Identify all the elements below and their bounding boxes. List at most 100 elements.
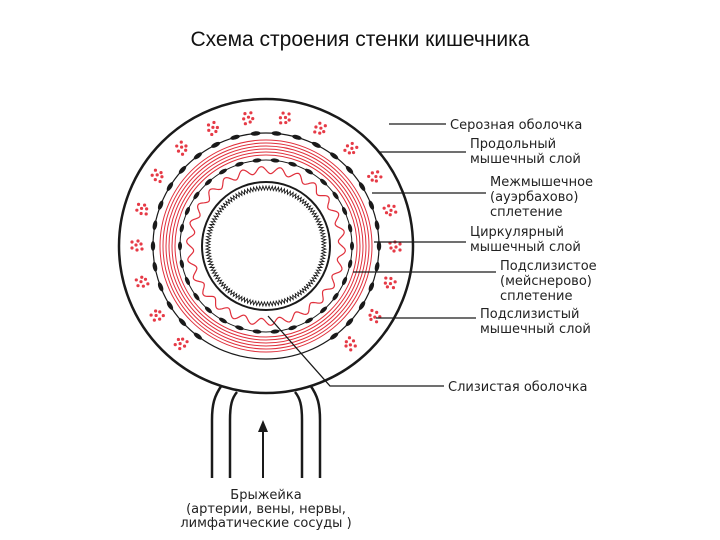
- muscle-dash: [157, 200, 164, 210]
- circular-muscle-line: [171, 151, 361, 341]
- serosa-dot-clusters: [130, 111, 402, 352]
- mucosa-circle: [201, 181, 331, 311]
- serosa-dot-cluster: [382, 204, 398, 217]
- muscle-dash: [374, 261, 380, 272]
- muscle-dash: [271, 131, 282, 136]
- muscle-dash: [376, 241, 382, 251]
- circular-muscle-line: [162, 142, 370, 350]
- submucous-dash: [252, 329, 262, 334]
- serosa-dot-cluster: [130, 239, 144, 252]
- submucous-dash: [193, 191, 200, 200]
- pointer-lines: [267, 123, 496, 387]
- muscle-dash: [345, 165, 354, 174]
- submucous-dash: [304, 168, 314, 175]
- muscle-dash: [329, 332, 339, 340]
- serosa-dot-cluster: [242, 111, 255, 126]
- serosa-dot-cluster: [175, 140, 188, 156]
- muscle-dash: [368, 282, 375, 292]
- serosa-dot-cluster: [313, 121, 327, 135]
- submucous-dash: [179, 259, 185, 269]
- submucous-dash: [319, 306, 328, 314]
- muscle-dash: [250, 131, 261, 136]
- muscle-dash: [193, 332, 203, 340]
- submucous-dash: [341, 206, 348, 216]
- mesentery-stalk: [210, 384, 322, 478]
- submucous-dash: [252, 158, 262, 163]
- label-meissner-plexus: Подслизистое(мейснерово)сплетение: [500, 259, 597, 304]
- muscle-dash: [329, 152, 339, 160]
- up-arrow: [258, 420, 268, 478]
- submucous-dashes: [178, 158, 354, 334]
- submucous-dash: [235, 161, 244, 167]
- submucous-dash: [270, 329, 280, 334]
- serosa-dot-cluster: [135, 202, 149, 216]
- submucous-dash: [341, 276, 348, 286]
- villi-zigzag: [204, 184, 328, 308]
- muscle-dash: [152, 261, 158, 272]
- longitudinal-muscle-dashes: [150, 131, 382, 360]
- mucosa-villi: [204, 184, 328, 308]
- submucous-dash: [288, 161, 297, 167]
- label-serosa: Серозная оболочка: [450, 118, 582, 133]
- submucous-dash: [319, 178, 328, 186]
- submucous-dash: [235, 325, 244, 331]
- muscle-dash: [358, 182, 366, 191]
- muscle-dash: [374, 220, 380, 231]
- meissner-plexus-wave: [186, 166, 346, 326]
- muscle-dash: [292, 134, 302, 140]
- serosa-dot-cluster: [150, 168, 164, 184]
- submucous-dash: [288, 325, 297, 331]
- submucous-dash: [179, 223, 185, 233]
- muscle-dash: [178, 318, 187, 327]
- submucous-dash: [193, 292, 200, 301]
- serosa-dot-cluster: [343, 141, 359, 155]
- submucous-dash: [204, 178, 213, 186]
- meissner-wave: [186, 166, 346, 326]
- muscle-dash: [150, 241, 156, 251]
- serosa-dot-cluster: [149, 309, 165, 322]
- muscle-dash: [193, 152, 203, 160]
- serosa-dot-cluster: [278, 111, 291, 125]
- submucous-dash: [178, 241, 182, 251]
- serosa-dot-cluster: [134, 275, 150, 288]
- submucous-dash: [332, 292, 339, 301]
- serosa-dot-cluster: [344, 336, 357, 352]
- muscle-dash: [211, 141, 221, 148]
- submucous-dash: [350, 241, 354, 251]
- muscle-dash: [345, 318, 354, 327]
- circular-muscle-line: [165, 145, 367, 347]
- submucous-dash: [304, 317, 314, 324]
- muscle-dash: [358, 301, 366, 310]
- muscle-dash: [368, 200, 375, 210]
- submucous-dash: [204, 306, 213, 314]
- circular-muscle-lines: [159, 139, 373, 353]
- muscle-dash: [166, 301, 174, 310]
- label-mesentery: Брыжейка(артерии, вены, нервы,лимфатичес…: [180, 488, 351, 531]
- label-auerbach-plexus: Межмышечное(ауэрбахово)сплетение: [490, 175, 593, 220]
- serosa-dot-cluster: [173, 337, 189, 351]
- submucous-dash: [270, 158, 280, 163]
- circular-muscle-line: [168, 148, 364, 344]
- submucous-dash: [218, 317, 228, 324]
- submucous-dash: [184, 276, 191, 286]
- submucous-dash: [347, 259, 353, 269]
- label-mucosa: Слизистая оболочка: [448, 380, 588, 395]
- muscle-dash: [178, 165, 187, 174]
- submucous-dash: [347, 223, 353, 233]
- serosa-dot-cluster: [206, 120, 219, 137]
- circular-muscle-line: [174, 154, 358, 338]
- muscle-dash: [311, 141, 321, 148]
- slide-title: Схема строения стенки кишечника: [190, 28, 530, 51]
- muscle-dash: [152, 220, 158, 231]
- submucous-dash: [218, 168, 228, 175]
- submucous-dash: [184, 206, 191, 216]
- serosa-dot-cluster: [383, 276, 397, 290]
- muscle-dash: [157, 282, 164, 292]
- muscle-dash: [166, 182, 174, 191]
- circular-muscle-line: [159, 139, 373, 353]
- muscle-dash: [230, 134, 240, 140]
